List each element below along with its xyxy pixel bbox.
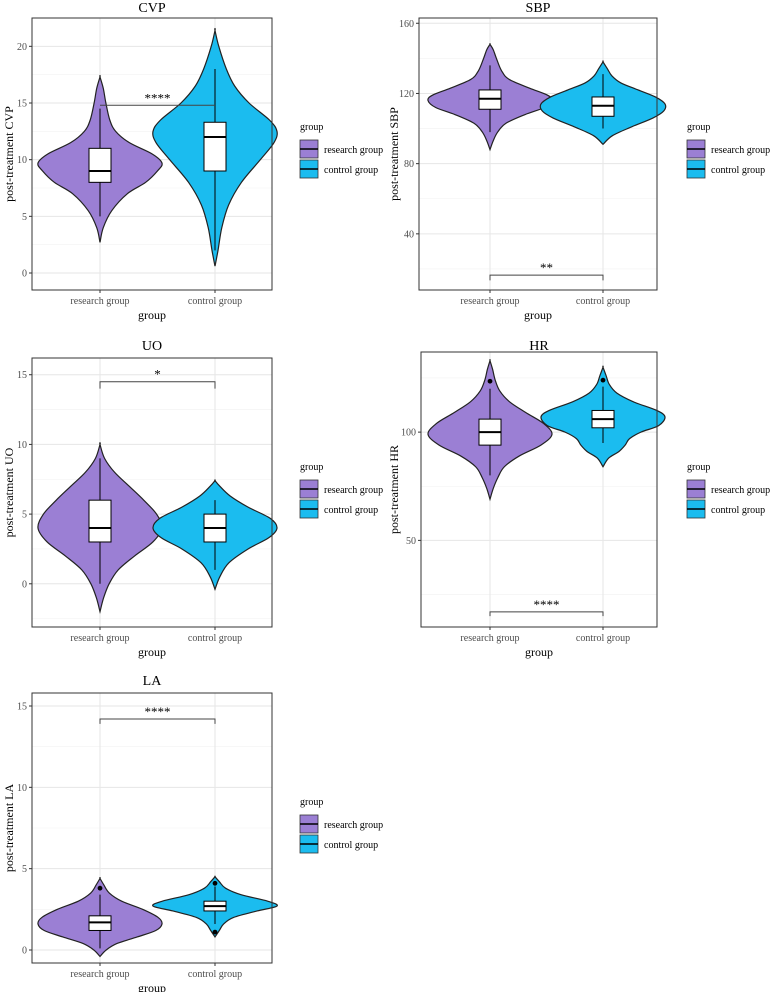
significance-label: **** [145,704,171,719]
plot-frame [418,17,658,291]
x-tick-label: research group [70,633,129,644]
y-axis-title: post-treatment LA [2,784,16,873]
y-tick-label: 15 [17,99,27,110]
significance-label: * [154,367,161,382]
box-control-group [203,121,227,172]
plot-frame [31,357,273,628]
chart-cvp: CVP 0 5 10 15 20 **** research group control gro… [2,1,383,322]
y-tick-label: 10 [17,155,27,166]
y-tick-label: 0 [22,269,27,280]
chart-hr: HR 50 100 **** research group control group gr… [387,339,770,659]
y-axis-title: post-treatment SBP [387,107,401,201]
outlier-point [487,378,493,384]
x-tick-label: control group [188,969,242,980]
box-research-group [88,147,112,183]
legend-label-control-group: control group [324,505,378,516]
y-tick-label: 40 [404,229,414,240]
chart-sbp: SBP 40 80 120 160 ** research group control gro… [387,1,770,322]
chart-title-sbp: SBP [526,1,551,16]
outlier-point [97,885,103,891]
chart-uo: UO 0 5 10 15 * research group control group grou… [2,339,383,659]
box-research-group [88,499,112,543]
plot-frame [31,17,273,291]
y-tick-label: 5 [22,510,27,521]
legend-label-control-group: control group [324,840,378,851]
chart-title-uo: UO [142,339,162,354]
chart-la: LA 0 5 10 15 **** research group control group g… [2,674,383,992]
legend-label-research-group: research group [324,145,383,156]
y-tick-label: 10 [17,440,27,451]
y-tick-label: 80 [404,159,414,170]
x-tick-label: research group [460,633,519,644]
x-axis-title: group [524,308,552,322]
significance-label: **** [145,90,171,105]
y-tick-label: 5 [22,864,27,875]
significance-bracket [99,381,216,389]
y-axis-title: post-treatment UO [2,447,16,537]
y-tick-label: 50 [406,536,416,547]
chart-title-la: LA [143,674,163,689]
legend-label-research-group: research group [324,485,383,496]
y-axis-title: post-treatment HR [387,445,401,534]
outlier-point [600,377,606,383]
significance-bracket [99,718,216,724]
x-tick-label: research group [70,969,129,980]
legend-title: group [687,462,710,473]
legend-title: group [300,797,323,808]
y-axis-title: post-treatment CVP [2,106,16,202]
legend-label-control-group: control group [711,505,765,516]
legend-label-research-group: research group [324,820,383,831]
x-tick-label: control group [576,633,630,644]
plot-frame [31,692,273,964]
y-tick-label: 0 [22,579,27,590]
y-tick-label: 20 [17,42,27,53]
outlier-point [212,929,218,935]
legend-title: group [687,122,710,133]
y-tick-label: 100 [401,428,416,439]
significance-label: ** [540,260,553,275]
significance-label: **** [534,597,560,612]
legend-title: group [300,122,323,133]
x-tick-label: control group [188,633,242,644]
significance-bracket [489,274,604,281]
x-tick-label: research group [460,296,519,307]
legend-label-research-group: research group [711,485,770,496]
plot-frame [420,351,658,628]
legend-label-control-group: control group [711,165,765,176]
y-tick-label: 15 [17,702,27,713]
y-tick-label: 160 [399,19,414,30]
y-tick-label: 5 [22,212,27,223]
y-tick-label: 0 [22,945,27,956]
x-axis-title: group [138,308,166,322]
legend-title: group [300,462,323,473]
significance-bracket [489,611,604,617]
x-axis-title: group [138,981,166,992]
x-tick-label: control group [576,296,630,307]
chart-title-cvp: CVP [138,1,165,16]
x-axis-title: group [525,645,553,659]
y-tick-label: 15 [17,370,27,381]
y-tick-label: 10 [17,783,27,794]
x-tick-label: control group [188,296,242,307]
x-axis-title: group [138,645,166,659]
legend-label-control-group: control group [324,165,378,176]
x-tick-label: research group [70,296,129,307]
chart-title-hr: HR [529,339,549,354]
outlier-point [212,880,218,886]
y-tick-label: 120 [399,89,414,100]
legend-label-research-group: research group [711,145,770,156]
